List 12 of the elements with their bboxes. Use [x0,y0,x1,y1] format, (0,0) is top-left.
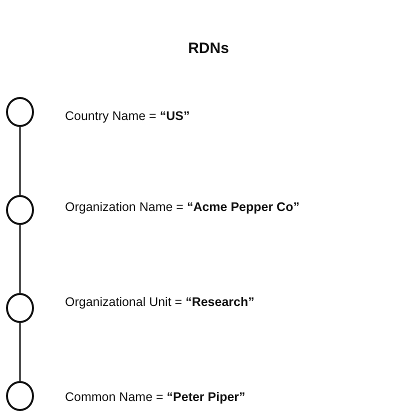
circle-node [6,381,34,411]
attribute-text: Organizational Unit = “Research” [65,294,254,310]
attribute-text: Country Name = “US” [65,108,190,124]
connector-line [19,225,21,293]
circle-node [6,293,34,323]
circle-node [6,97,34,127]
connector-line [19,127,21,195]
attribute-text: Common Name = “Peter Piper” [65,389,246,405]
circle-node [6,195,34,225]
attribute-text: Organization Name = “Acme Pepper Co” [65,199,300,215]
title: RDNs [187,40,230,57]
connector-line [19,323,21,381]
